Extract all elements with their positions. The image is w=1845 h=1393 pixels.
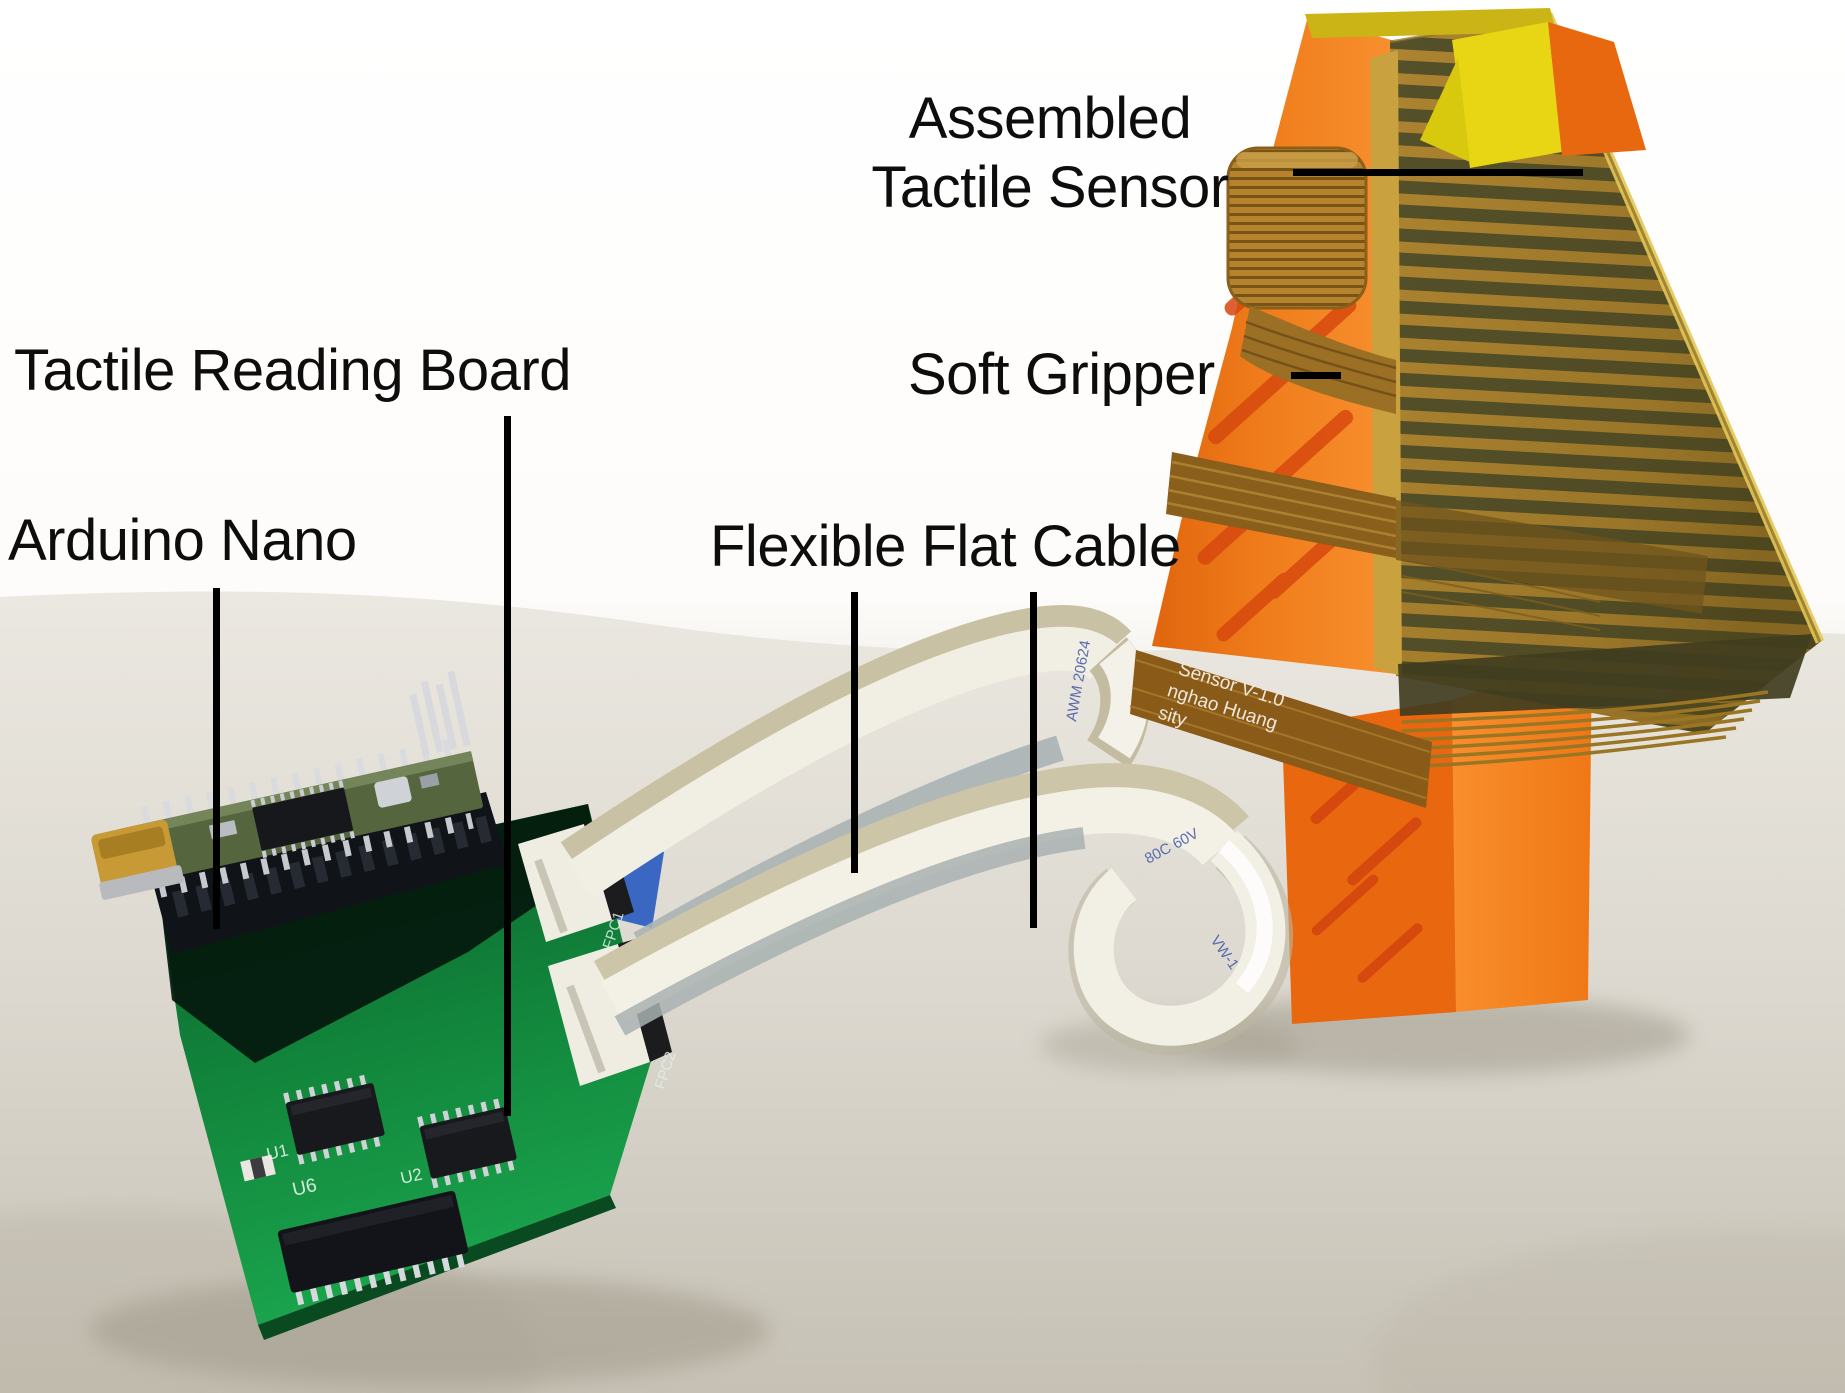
mid-strap (1166, 452, 1708, 614)
arduino-nano-photo (91, 670, 483, 900)
wrap-ribbon-lines (1401, 690, 1769, 769)
yellow-tape (1305, 8, 1646, 168)
flexible-flat-cable-leader-line-2 (1030, 592, 1037, 928)
label-tactile-reading-board: Tactile Reading Board (14, 338, 571, 403)
label-assembled-line2: Tactile Sensor (871, 155, 1229, 220)
label-flexible-flat-cable: Flexible Flat Cable (710, 514, 1181, 579)
mini-usb-connector (91, 819, 184, 900)
icsp-pins (409, 670, 471, 756)
label-assembled-tactile-sensor: Assembled Tactile Sensor (800, 84, 1300, 222)
lower-strap: Sensor V-1.0 nghao Huang sity (1129, 650, 1432, 808)
resistor (240, 1154, 276, 1182)
cable-curl (1068, 830, 1294, 1056)
board-shadow (90, 1275, 770, 1385)
mcu-chip (252, 787, 353, 851)
label-assembled-line1: Assembled (908, 86, 1192, 151)
silkscreen-u2: U2 (399, 1164, 424, 1187)
soic-chip-2 (417, 1097, 520, 1189)
tactile-reading-board-leader-line (504, 416, 511, 1116)
label-soft-gripper: Soft Gripper (908, 342, 1215, 407)
dip-chip-u6 (277, 1190, 470, 1306)
table-corner-shade-2 (1370, 1230, 1845, 1393)
gripper-base-right-face (1452, 652, 1592, 1012)
soic-chip-1 (283, 1073, 388, 1165)
tactile-reading-board-photo: U1 U2 U6 FPC1 FPC2 (150, 792, 680, 1340)
soft-gripper-leader-line (1291, 372, 1341, 379)
soft-gripper-photo: Sensor V-1.0 nghao Huang sity (1129, 8, 1825, 1024)
assembled-tactile-sensor-leader-line (1293, 169, 1583, 176)
sensor-coil (1226, 146, 1397, 414)
flexible-flat-cable-leader-line-1 (851, 592, 858, 873)
silkscreen-u1: U1 (265, 1140, 290, 1163)
header-socket (150, 792, 508, 954)
arduino-nano-leader-line (213, 588, 220, 929)
label-arduino-nano: Arduino Nano (8, 508, 357, 573)
